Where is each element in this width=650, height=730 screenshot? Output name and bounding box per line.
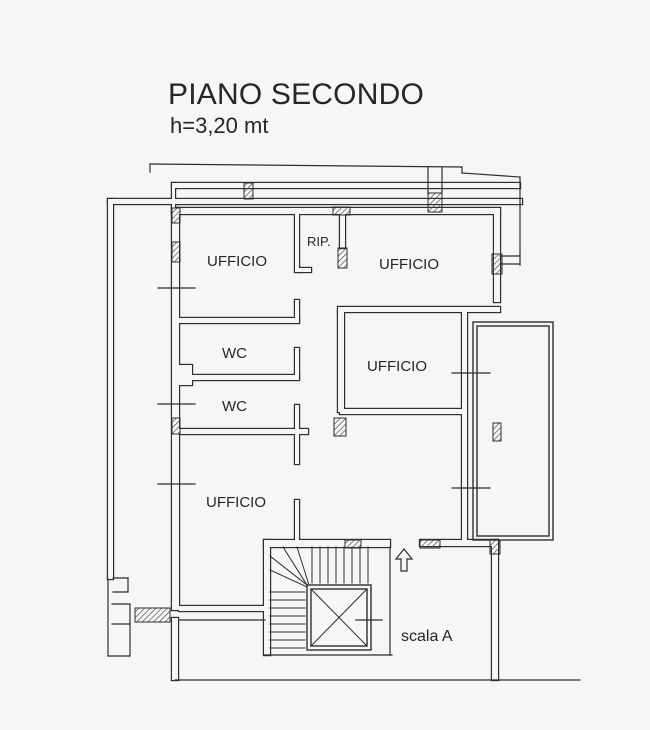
plan-labels: PIANO SECONDO h=3,20 mt UFFICIO RIP. UFF… [168, 78, 453, 645]
structural-column [419, 539, 441, 549]
structural-column [333, 417, 347, 437]
wall [172, 618, 178, 680]
wall [420, 540, 498, 546]
wall [172, 183, 175, 208]
wall [295, 348, 299, 378]
room-label-office-top-right: UFFICIO [379, 256, 439, 273]
lift-shaft-outline [306, 584, 372, 651]
structural-column [337, 247, 348, 269]
room-label-wc-lower: WC [222, 398, 247, 415]
structural-column [332, 206, 351, 216]
structural-column [171, 241, 181, 263]
wall [179, 318, 299, 323]
wall [108, 199, 113, 579]
side-terrace-inner-outline [476, 325, 550, 537]
structural-column [171, 417, 181, 435]
plan-lines [107, 163, 581, 681]
lift-shaft-inner-outline [310, 588, 368, 647]
room-label-office-top-left: UFFICIO [207, 253, 267, 270]
stair-step [269, 569, 308, 588]
wall [340, 214, 345, 248]
ceiling-height-label: h=3,20 mt [170, 113, 268, 138]
room-label-storage: RIP. [307, 234, 331, 249]
wall [179, 606, 265, 611]
wall [492, 540, 498, 680]
wall [179, 429, 308, 434]
wall [295, 300, 299, 322]
structural-column [134, 607, 171, 623]
walls-fill [108, 183, 522, 680]
side-terrace-outline [472, 321, 554, 541]
wall [338, 312, 344, 412]
facade-line [149, 163, 463, 168]
wall [338, 307, 500, 312]
wall [264, 540, 390, 547]
wall [295, 434, 299, 464]
wall [299, 268, 311, 272]
stair-label: scala A [401, 628, 453, 645]
room-label-office-bottom-left: UFFICIO [206, 494, 266, 511]
room-label-office-middle-right: UFFICIO [367, 358, 427, 375]
structural-column [243, 182, 254, 200]
lift-shaft-diagonal [310, 588, 368, 647]
structural-column [492, 422, 502, 442]
stair-step [269, 555, 308, 586]
wall [295, 405, 299, 429]
walls-outline [106, 181, 524, 682]
wall [462, 312, 467, 542]
structural-columns [134, 182, 503, 623]
stair-step [296, 546, 310, 586]
structural-column [344, 539, 362, 549]
wall [108, 199, 522, 204]
facade-line [461, 172, 521, 178]
entrance-arrow-icon [394, 548, 414, 572]
page-title: PIANO SECONDO [168, 78, 424, 111]
wall [295, 214, 299, 272]
structural-column [489, 539, 501, 555]
structural-column [491, 253, 503, 275]
wall [340, 409, 466, 414]
wall [179, 365, 192, 385]
room-label-wc-upper: WC [222, 345, 247, 362]
wall [172, 183, 520, 188]
wall [192, 375, 299, 380]
wall [264, 540, 270, 655]
plan-outlines [306, 321, 554, 651]
wall [295, 500, 299, 540]
wall [172, 208, 179, 610]
structural-column [427, 192, 443, 213]
structural-column [171, 207, 181, 224]
stair-step [282, 546, 308, 586]
